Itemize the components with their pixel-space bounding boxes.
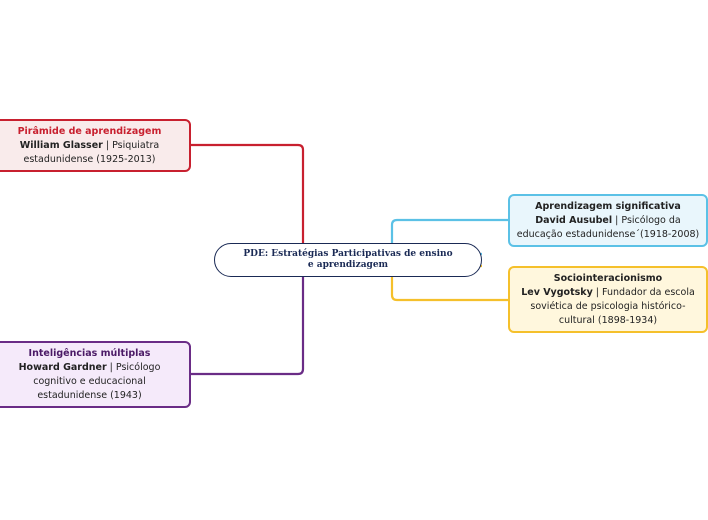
node-line: estadunidense (1943) xyxy=(37,389,142,401)
node-person: David Ausubel xyxy=(535,214,613,226)
central-topic-line-2: e aprendizagem xyxy=(307,260,389,270)
node-line: educação estadunidense´(1918-2008) xyxy=(516,228,700,240)
node-desc: | Fundador da escola xyxy=(592,286,695,298)
node-meaningful-learning[interactable]: Aprendizagem significativa David Ausubel… xyxy=(508,194,708,247)
node-line: cognitivo e educacional xyxy=(33,375,146,387)
node-desc: | Psiquiatra xyxy=(102,139,160,151)
node-line: Lev Vygotsky | Fundador da escola xyxy=(521,286,695,300)
node-line: cultural (1898-1934) xyxy=(558,314,658,326)
node-title: Aprendizagem significativa xyxy=(535,200,681,212)
node-sociointeractionism[interactable]: Sociointeracionismo Lev Vygotsky | Funda… xyxy=(508,266,708,333)
connector-gardner xyxy=(191,277,305,376)
node-desc: | Psicólogo da xyxy=(612,214,681,226)
node-title: Inteligências múltiplas xyxy=(28,347,151,359)
node-line: David Ausubel | Psicólogo da xyxy=(535,214,680,228)
node-title: Pirâmide de aprendizagem xyxy=(17,125,162,137)
central-topic[interactable]: PDE: Estratégias Participativas de ensin… xyxy=(214,243,482,277)
node-desc: | Psicólogo xyxy=(106,361,161,373)
node-learning-pyramid[interactable]: Pirâmide de aprendizagem William Glasser… xyxy=(0,119,191,172)
node-title: Sociointeracionismo xyxy=(553,272,663,284)
node-line: Howard Gardner | Psicólogo xyxy=(19,361,161,375)
node-multiple-intelligences[interactable]: Inteligências múltiplas Howard Gardner |… xyxy=(0,341,191,408)
node-person: William Glasser xyxy=(19,139,103,151)
node-line: estadunidense (1925-2013) xyxy=(23,153,156,165)
connector-vygotsky xyxy=(390,264,508,302)
central-topic-line-1: PDE: Estratégias Participativas de ensin… xyxy=(243,249,453,259)
node-line: soviética de psicologia histórico- xyxy=(530,300,686,312)
connector-glasser xyxy=(191,143,305,243)
node-line: William Glasser | Psiquiatra xyxy=(20,139,159,153)
connector-ausubel xyxy=(390,218,508,256)
node-person: Howard Gardner xyxy=(18,361,107,373)
node-person: Lev Vygotsky xyxy=(521,286,593,298)
